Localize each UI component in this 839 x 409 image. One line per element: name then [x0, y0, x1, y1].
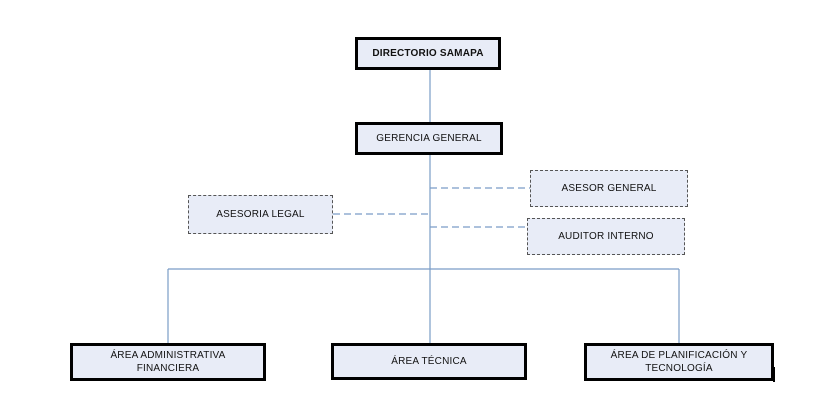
node-area-administrativa-line2: FINANCIERA [136, 363, 200, 374]
node-directorio-samapa: DIRECTORIO SAMAPA [355, 37, 501, 70]
node-area-planificacion-line1: ÁREA DE PLANIFICACIÓN Y [610, 350, 748, 361]
node-auditor-interno-label: AUDITOR INTERNO [558, 231, 654, 242]
node-area-administrativa-text: ÁREA ADMINISTRATIVA FINANCIERA [110, 349, 225, 375]
node-area-administrativa-financiera: ÁREA ADMINISTRATIVA FINANCIERA [70, 343, 266, 381]
node-auditor-interno: AUDITOR INTERNO [527, 218, 685, 255]
node-directorio-label: DIRECTORIO SAMAPA [372, 48, 484, 59]
node-asesoria-legal: ASESORIA LEGAL [188, 195, 333, 234]
node-area-planificacion-tecnologia: ÁREA DE PLANIFICACIÓN Y TECNOLOGÍA [584, 343, 774, 381]
node-area-planificacion-text: ÁREA DE PLANIFICACIÓN Y TECNOLOGÍA [611, 349, 748, 375]
node-asesoria-legal-label: ASESORIA LEGAL [216, 209, 305, 220]
node-area-planificacion-line2: TECNOLOGÍA [645, 363, 713, 374]
node-area-tecnica: ÁREA TÉCNICA [331, 343, 527, 380]
node-area-administrativa-line1: ÁREA ADMINISTRATIVA [110, 350, 226, 361]
node-area-tecnica-label: ÁREA TÉCNICA [391, 356, 467, 367]
node-asesor-general-label: ASESOR GENERAL [561, 183, 657, 194]
text-cursor [773, 367, 775, 382]
node-gerencia-label: GERENCIA GENERAL [376, 133, 482, 144]
node-asesor-general: ASESOR GENERAL [530, 170, 688, 207]
node-gerencia-general: GERENCIA GENERAL [355, 122, 503, 155]
